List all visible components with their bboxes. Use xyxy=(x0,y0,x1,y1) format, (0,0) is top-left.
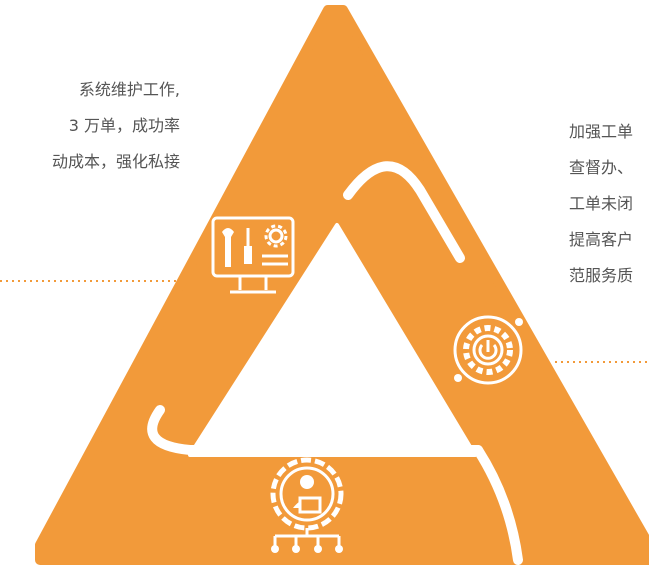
right-text-line: 工单未闭 xyxy=(569,194,634,213)
right-text-block: 加强工单 查督办、 工单未闭 提高客户 范服务质 xyxy=(569,114,649,294)
person-gear-network-icon xyxy=(270,457,344,553)
right-text-line: 提高客户 xyxy=(569,230,634,249)
gap-top-right xyxy=(343,161,465,263)
right-text-line: 查督办、 xyxy=(569,158,634,177)
gap-bottom-right xyxy=(473,445,523,565)
right-text-line: 加强工单 xyxy=(569,122,634,141)
left-text-line: 系统维护工作, xyxy=(78,80,180,99)
left-text-line: 动成本，强化私接 xyxy=(51,152,180,171)
left-text-block: 系统维护工作, 3 万单，成功率 动成本，强化私接 xyxy=(0,72,180,180)
gap-left-bottom xyxy=(147,405,483,455)
gear-power-icon xyxy=(453,315,523,385)
right-text-line: 范服务质 xyxy=(569,266,634,285)
computer-tools-icon xyxy=(211,216,295,294)
left-text-line: 3 万单，成功率 xyxy=(68,116,180,135)
